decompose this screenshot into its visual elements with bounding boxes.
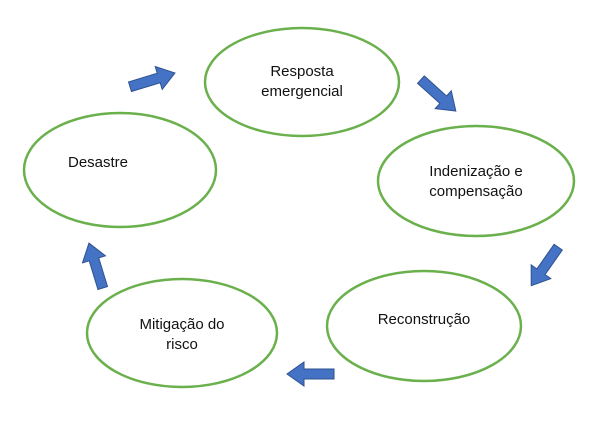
node-mitigacao-label: Mitigação do risco (139, 316, 225, 353)
arrow-indenizacao-to-reconstrucao (530, 243, 563, 287)
node-desastre-label: Desastre (67, 154, 129, 171)
node-indenizacao-ellipse (376, 124, 576, 238)
node-indenizacao-label: Indenização e compensação (429, 163, 523, 200)
arrow-desastre-to-resposta (127, 65, 176, 93)
node-desastre-ellipse (22, 111, 218, 229)
arrow-resposta-to-indenizacao-shape (416, 75, 457, 112)
node-reconstrucao-ellipse (325, 269, 523, 383)
arrow-reconstrucao-to-mitigacao-shape (286, 361, 335, 387)
node-reconstrucao-label: Reconstrução (377, 311, 471, 328)
arrow-indenizacao-to-reconstrucao-shape (530, 243, 563, 287)
arrow-desastre-to-resposta-shape (127, 65, 176, 93)
arrow-mitigacao-to-desastre (81, 242, 109, 291)
arrow-resposta-to-indenizacao (416, 75, 457, 112)
node-resposta-ellipse (203, 26, 401, 138)
arrow-mitigacao-to-desastre-shape (81, 242, 109, 291)
node-resposta-label: Resposta emergencial (261, 63, 343, 100)
arrow-reconstrucao-to-mitigacao (286, 361, 335, 387)
node-mitigacao-ellipse (85, 277, 279, 389)
